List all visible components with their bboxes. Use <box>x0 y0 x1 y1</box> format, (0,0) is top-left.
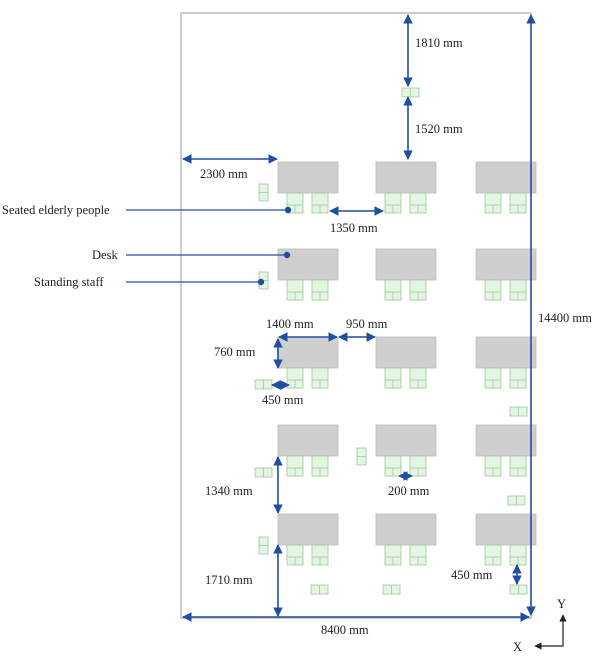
desk-group <box>475 513 537 566</box>
dim-desk-depth-label: 760 mm <box>214 345 256 359</box>
desk <box>375 513 437 546</box>
dimension-labels: 1810 mm 1520 mm 2300 mm 1350 mm 1400 mm … <box>200 36 592 637</box>
legend-seated-label: Seated elderly people <box>2 203 110 217</box>
desk <box>375 336 437 369</box>
desk <box>277 336 339 369</box>
dim-desk-spacing-label: 950 mm <box>346 317 388 331</box>
dim-staff-width-label: 450 mm <box>262 393 304 407</box>
desk-group <box>375 161 437 214</box>
desk <box>375 161 437 194</box>
desk-group <box>475 336 537 389</box>
desk <box>475 424 537 457</box>
axis-lines <box>534 614 567 650</box>
desk <box>277 424 339 457</box>
desk-group <box>375 336 437 389</box>
desk-group <box>277 336 339 389</box>
desk-group <box>375 513 437 566</box>
desk-group <box>277 248 339 301</box>
dim-col-gap-label: 1350 mm <box>330 221 378 235</box>
desk <box>475 336 537 369</box>
desk-group <box>277 513 339 566</box>
desk-group <box>375 424 437 477</box>
dim-staff-to-desk-label: 1520 mm <box>415 122 463 136</box>
dim-desk-width-label: 1400 mm <box>266 317 314 331</box>
dim-staff-depth-label: 450 mm <box>451 568 493 582</box>
dimension-lines <box>182 14 536 622</box>
desk-group <box>277 161 339 214</box>
legend-desk-dot <box>283 251 291 259</box>
desk <box>475 513 537 546</box>
legend: Seated elderly people Desk Standing staf… <box>2 203 292 289</box>
desk <box>375 248 437 281</box>
legend-standing-label: Standing staff <box>34 275 104 289</box>
dim-room-width-label: 8400 mm <box>321 623 369 637</box>
dim-row-gap-label: 1340 mm <box>205 484 253 498</box>
desk <box>375 424 437 457</box>
dim-bottom-gap-label: 1710 mm <box>205 573 253 587</box>
desk-group <box>475 161 537 214</box>
desk <box>475 161 537 194</box>
dim-chair-gap-label: 200 mm <box>388 484 430 498</box>
desk-group <box>475 248 537 301</box>
desk <box>277 513 339 546</box>
axis-x-label: X <box>513 640 522 654</box>
dim-top-gap-label: 1810 mm <box>415 36 463 50</box>
coordinate-axes: Y X <box>513 597 567 654</box>
dim-room-height-label: 14400 mm <box>538 311 592 325</box>
dim-left-gap-label: 2300 mm <box>200 167 248 181</box>
desk <box>277 161 339 194</box>
desk-group <box>375 248 437 301</box>
desk <box>475 248 537 281</box>
desk-group <box>475 424 537 477</box>
legend-seated-dot <box>284 206 292 214</box>
legend-standing-dot <box>257 278 265 286</box>
axis-y-label: Y <box>557 597 566 611</box>
legend-desk-label: Desk <box>92 248 118 262</box>
furniture-layer <box>277 161 537 566</box>
desk-group <box>277 424 339 477</box>
